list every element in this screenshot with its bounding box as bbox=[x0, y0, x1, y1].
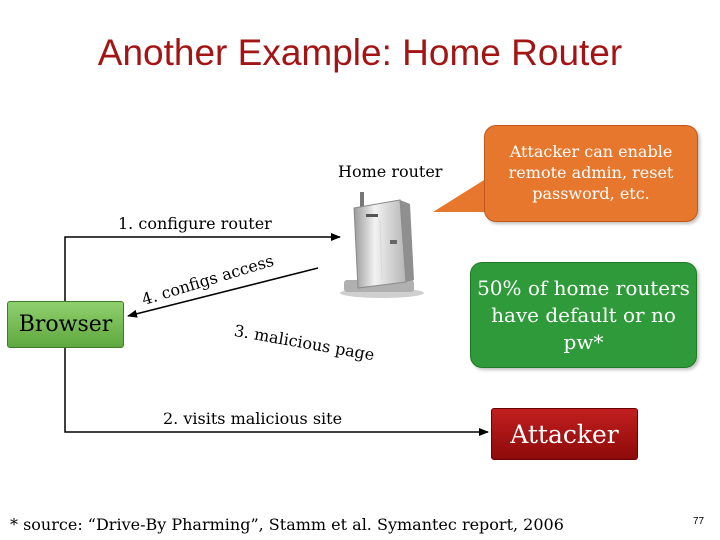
step1-label: 1. configure router bbox=[118, 214, 272, 233]
stat-box: 50% of home routers have default or no p… bbox=[470, 262, 697, 368]
browser-node: Browser bbox=[7, 301, 124, 348]
router-image bbox=[340, 192, 424, 298]
arrow-malicious-page bbox=[127, 267, 319, 318]
page-number: 77 bbox=[693, 516, 705, 527]
stat-text: 50% of home routers have default or no p… bbox=[477, 275, 690, 354]
browser-label: Browser bbox=[18, 312, 113, 337]
callout-tail bbox=[433, 170, 500, 212]
arrow-configure-router bbox=[64, 233, 341, 301]
arrow-visits-malicious-site bbox=[64, 346, 489, 436]
attacker-node: Attacker bbox=[491, 408, 638, 460]
callout-text: Attacker can enable remote admin, reset … bbox=[508, 142, 674, 203]
attacker-callout: Attacker can enable remote admin, reset … bbox=[484, 125, 698, 222]
home-router-label: Home router bbox=[338, 162, 443, 181]
slide-title: Another Example: Home Router bbox=[97, 32, 623, 73]
source-footnote: * source: “Drive-By Pharming”, Stamm et … bbox=[10, 515, 564, 534]
attacker-label: Attacker bbox=[510, 419, 619, 449]
step2-label: 2. visits malicious site bbox=[163, 409, 343, 428]
